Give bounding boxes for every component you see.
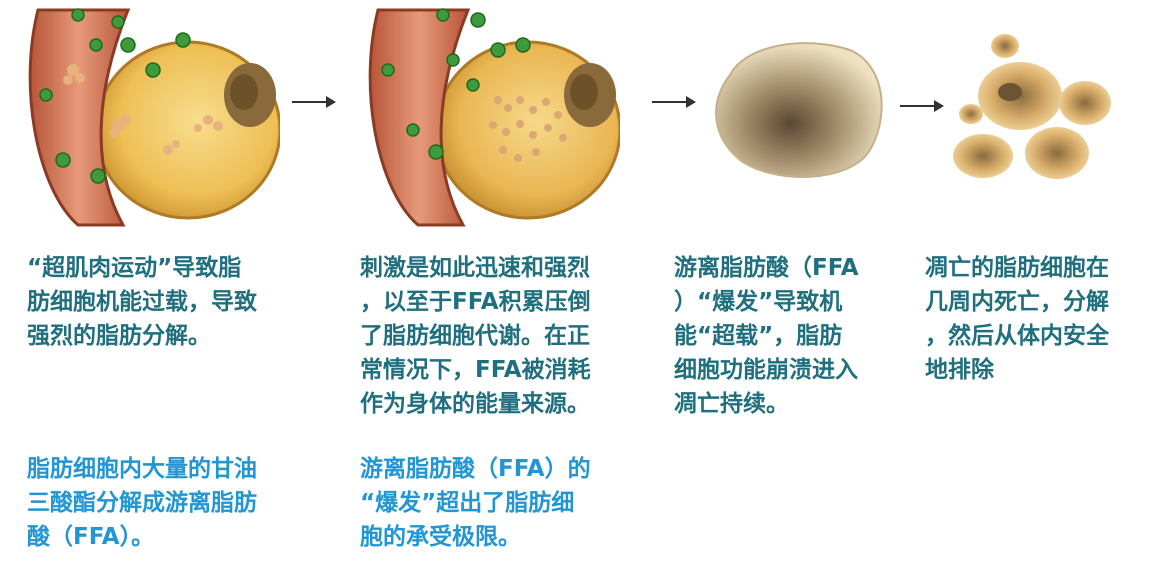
fat-cell-illustration-2 xyxy=(368,8,620,227)
note-text-1: 脂肪细胞内大量的甘油 三酸酯分解成游离脂肪 酸（FFA）。 xyxy=(27,456,257,550)
fat-cell-illustration-3 xyxy=(715,42,883,178)
arrow-1 xyxy=(292,96,336,108)
step-text-2: 刺激是如此迅速和强烈 ，以至于FFA积累压倒 了脂肪细胞代谢。在正 常情况下，F… xyxy=(360,255,591,417)
step-text-4: 凋亡的脂肪细胞在 几周内死亡，分解 ，然后从体内安全 地排除 xyxy=(925,255,1109,383)
step-text-1: “超肌肉运动”导致脂 肪细胞机能过载，导致 强烈的脂肪分解。 xyxy=(27,255,257,349)
fat-cell-illustration-1 xyxy=(28,8,280,227)
step-text-3: 游离脂肪酸（FFA ）“爆发”导致机 能“超载”，脂肪 细胞功能崩溃进入 凋亡持… xyxy=(674,255,859,417)
note-text-2: 游离脂肪酸（FFA）的 “爆发”超出了脂肪细 胞的承受极限。 xyxy=(360,456,591,550)
fat-cell-illustration-4 xyxy=(953,34,1111,179)
arrow-2 xyxy=(652,96,696,108)
arrow-3 xyxy=(900,100,944,112)
